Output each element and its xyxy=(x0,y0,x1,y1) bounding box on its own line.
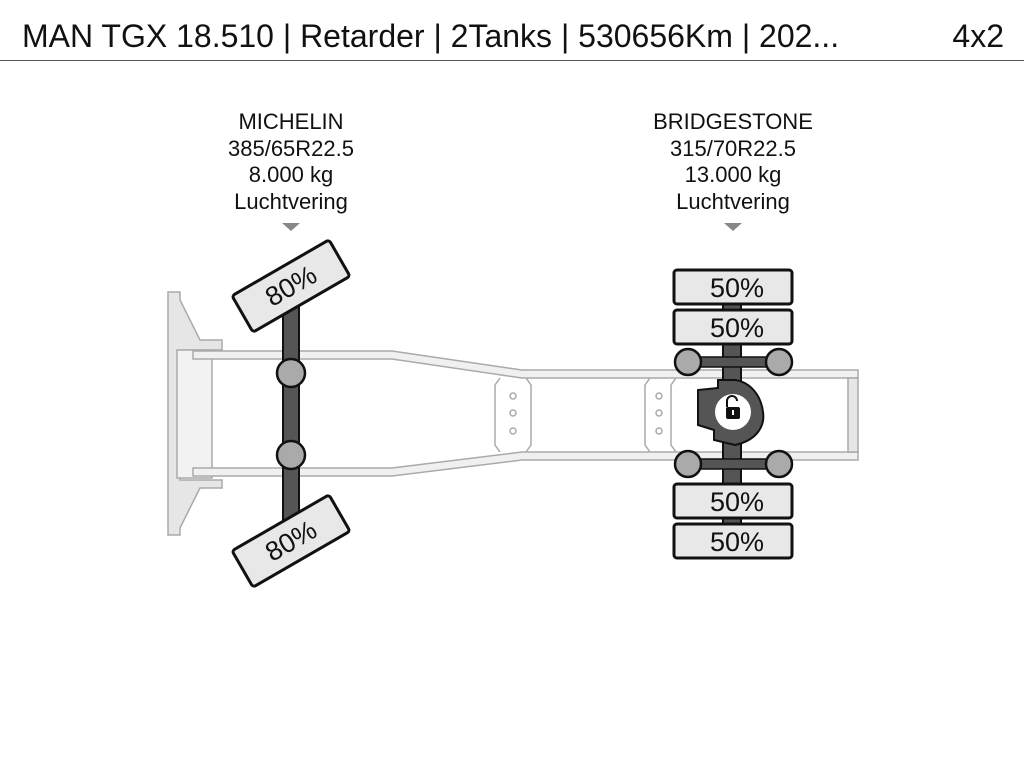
rear-axle-arrow-icon xyxy=(724,223,742,231)
tire-tread-label: 50% xyxy=(710,527,764,557)
tire-tread-label: 50% xyxy=(710,313,764,343)
header: MAN TGX 18.510 | Retarder | 2Tanks | 530… xyxy=(0,0,1024,61)
front-axle xyxy=(275,284,307,541)
front-bumper xyxy=(167,291,223,536)
front-suspension: Luchtvering xyxy=(234,188,348,214)
front-tire-brand: MICHELIN xyxy=(238,109,344,134)
tire-tread-label: 50% xyxy=(710,273,764,303)
rear-tire-size: 315/70R22.5 xyxy=(670,135,796,161)
front-axle-arrow-icon xyxy=(282,223,300,231)
front-axle-load: 8.000 kg xyxy=(248,162,334,187)
rear-left-outer-tire[interactable]: 50% xyxy=(672,268,794,306)
rear-right-inner-tire[interactable]: 50% xyxy=(672,482,794,520)
axle-config: 4x2 xyxy=(952,18,1004,54)
differential-unlocked-icon xyxy=(715,394,751,430)
front-tire-size: 385/65R22.5 xyxy=(228,135,354,161)
rear-tire-brand: BRIDGESTONE xyxy=(653,109,813,134)
rear-left-inner-tire[interactable]: 50% xyxy=(672,308,794,346)
rear-right-outer-tire[interactable]: 50% xyxy=(672,522,794,560)
front-left-tire[interactable]: 80% xyxy=(231,239,351,333)
vehicle-title: MAN TGX 18.510 | Retarder | 2Tanks | 530… xyxy=(22,18,840,54)
front-axle-info: MICHELIN 385/65R22.5 8.000 kg Luchtverin… xyxy=(171,109,411,215)
rear-axle-info: BRIDGESTONE 315/70R22.5 13.000 kg Luchtv… xyxy=(613,109,853,215)
front-right-tire[interactable]: 80% xyxy=(231,494,351,588)
rear-suspension: Luchtvering xyxy=(676,188,790,214)
tire-tread-label: 50% xyxy=(710,487,764,517)
rear-axle-load: 13.000 kg xyxy=(684,162,782,187)
